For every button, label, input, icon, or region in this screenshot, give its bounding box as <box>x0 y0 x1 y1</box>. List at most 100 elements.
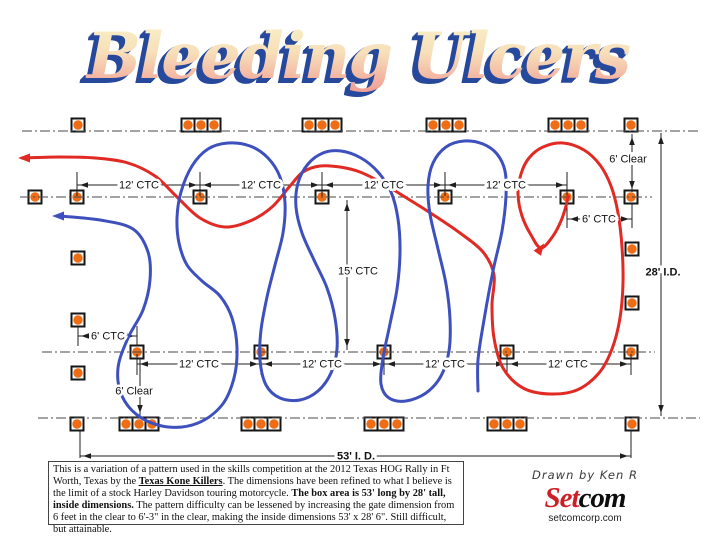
caption-text: The pattern difficulty can be lessened b… <box>53 499 455 535</box>
dimension-arrowhead <box>344 203 350 211</box>
dimension-arrowhead <box>311 182 319 188</box>
dimension-arrowhead <box>264 361 272 367</box>
dimension-label: 12' CTC <box>119 180 159 192</box>
caption-text: . The dimensions have been refined to wh… <box>53 475 452 499</box>
dimension-arrowhead <box>81 333 89 339</box>
dimension-label: 12' CTC <box>486 180 526 192</box>
caption-text-bold: The box area is 53' long by 28' tall, in… <box>53 487 446 511</box>
dimension-arrowhead <box>620 361 628 367</box>
dimension-label: 6' Clear <box>115 386 153 398</box>
cone <box>73 368 83 378</box>
cone <box>73 253 83 263</box>
cone <box>550 120 560 130</box>
cone <box>366 419 376 429</box>
dimension-label: 6' Clear <box>609 154 647 166</box>
blue-rider-path <box>58 139 508 429</box>
cone <box>392 419 402 429</box>
dimension-arrowhead <box>448 182 456 188</box>
rider-paths-layer <box>18 139 625 429</box>
cone <box>121 419 131 429</box>
dimension-arrowhead <box>621 216 629 222</box>
cone <box>330 120 340 130</box>
dimension-label: 12' CTC <box>241 180 281 192</box>
dimension-label: 28' I.D. <box>645 267 680 279</box>
cone <box>454 120 464 130</box>
caption-box: This is a variation of a pattern used in… <box>48 461 464 535</box>
cone <box>196 120 206 130</box>
cone <box>317 120 327 130</box>
dimension-arrowhead <box>510 361 518 367</box>
dimension-arrowhead <box>137 405 143 413</box>
cone <box>440 192 450 202</box>
page-title-shadow: Bleeding Ulcers <box>81 22 626 97</box>
cone <box>627 419 637 429</box>
red-rider-path <box>20 141 625 396</box>
dimension-arrowhead <box>80 182 88 188</box>
dimension-arrowhead <box>434 182 442 188</box>
dimension-label: 6' CTC <box>91 331 125 343</box>
setcom-logo-set: Set <box>544 482 580 514</box>
dimension-label: 6' CTC <box>582 214 616 226</box>
cone <box>428 120 438 130</box>
dimension-arrowhead <box>658 405 664 413</box>
cone <box>502 419 512 429</box>
dimension-arrowhead <box>344 339 350 347</box>
dimension-label: 12' CTC <box>302 359 342 371</box>
dimension-label: 12' CTC <box>548 359 588 371</box>
page-title: Bleeding Ulcers <box>85 19 630 94</box>
setcom-logo-com: com <box>578 482 627 514</box>
cone <box>576 120 586 130</box>
cone <box>183 120 193 130</box>
cone <box>73 120 83 130</box>
cone <box>209 120 219 130</box>
dimension-arrowhead <box>373 361 381 367</box>
cone <box>627 244 637 254</box>
red-rider-path-arrowhead <box>18 153 30 163</box>
cone <box>626 192 636 202</box>
cone <box>256 419 266 429</box>
dimension-arrowhead <box>620 453 628 459</box>
dimension-labels-layer: 12' CTC 12' CTC 12' CTC 12' CTC 12' CTC 12' C… <box>89 151 683 465</box>
red-rider-path-arrowhead <box>533 243 545 256</box>
dimension-label: 12' CTC <box>364 180 404 192</box>
cone <box>73 315 83 325</box>
dimensions-layer <box>76 133 664 459</box>
centerlines-layer <box>20 130 700 419</box>
cone <box>515 419 525 429</box>
caption-text: This is a variation of a pattern used in… <box>53 464 450 487</box>
page-title-shadow: Bleeding Ulcers <box>79 24 624 99</box>
dimension-arrowhead <box>140 361 148 367</box>
cone <box>72 419 82 429</box>
dimension-arrowhead <box>658 136 664 144</box>
page-title-shadow: Bleeding Ulcers <box>82 21 627 96</box>
caption-text-bold-underline: Texas Kone Killers <box>138 475 223 487</box>
credits: Drawn by Ken R Setcom setcomcorp.com <box>500 468 670 524</box>
dimension-arrowhead <box>83 453 91 459</box>
dimension-label: 12' CTC <box>425 359 465 371</box>
cone <box>243 419 253 429</box>
dimension-arrowhead <box>203 182 211 188</box>
cone <box>626 120 636 130</box>
cone <box>627 298 637 308</box>
page-title-shadow: Bleeding Ulcers <box>80 23 625 98</box>
cone <box>269 419 279 429</box>
cone <box>134 419 144 429</box>
dimension-label: 15' CTC <box>338 266 378 278</box>
dimension-arrowhead <box>250 361 258 367</box>
cone <box>379 419 389 429</box>
setcom-logo: Setcom <box>500 482 670 514</box>
dimension-arrowhead <box>629 181 635 189</box>
dimension-label: 12' CTC <box>179 359 219 371</box>
dimension-arrowhead <box>387 361 395 367</box>
dimension-arrowhead <box>325 182 333 188</box>
dimension-arrowhead <box>189 182 197 188</box>
drawn-by-credit: Drawn by Ken R <box>532 468 638 482</box>
cone <box>563 120 573 130</box>
page-title-shadow: Bleeding Ulcers <box>83 20 628 95</box>
dimension-arrowhead <box>556 182 564 188</box>
page-title-3d: Bleeding Ulcers Bleeding Ulcers Bleeding… <box>79 19 632 99</box>
dimension-label: 53' I. D. <box>337 451 375 463</box>
dimension-arrowhead <box>629 137 635 145</box>
